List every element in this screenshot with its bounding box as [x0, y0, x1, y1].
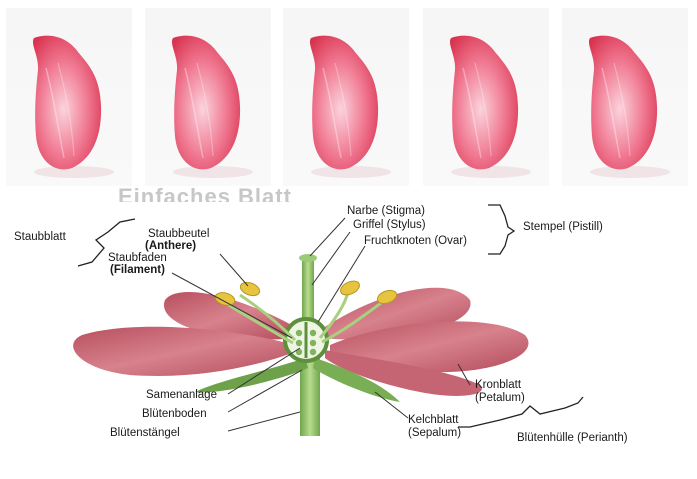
petal-icon	[449, 35, 531, 178]
label-stempel: Stempel (Pistill)	[523, 221, 603, 233]
stigma	[299, 254, 317, 262]
style	[302, 258, 314, 320]
label-staubbeutel: Staubbeutel	[148, 228, 210, 240]
label-narbe: Narbe (Stigma)	[347, 205, 425, 217]
label-bluetenstaengel: Blütenstängel	[110, 427, 180, 439]
sepal-right	[313, 358, 400, 402]
petal-image-1	[6, 8, 132, 186]
label-kelchblatt: Kelchblatt	[408, 414, 459, 426]
label-kronblatt: Kronblatt	[475, 379, 522, 391]
label-staubfaden: Staubfaden	[108, 252, 167, 264]
anther-1	[239, 281, 261, 297]
petal-icon	[588, 35, 670, 178]
label-sepalum: (Sepalum)	[408, 427, 462, 439]
stem	[300, 352, 320, 436]
petal-image-2	[145, 8, 271, 186]
petal-lower-right	[325, 350, 482, 396]
label-anthere: (Anthere)	[145, 240, 197, 252]
label-fruchtknoten: Fruchtknoten (Ovar)	[364, 235, 467, 247]
petal-front-left	[73, 326, 295, 376]
perianth-bracket	[458, 396, 584, 428]
petal-image-5	[562, 8, 688, 186]
label-staubblatt: Staubblatt	[14, 231, 66, 243]
faded-heading: Einfaches Blatt	[118, 186, 292, 202]
label-samenanlage: Samenanlage	[146, 389, 217, 401]
petal-image-3	[283, 8, 409, 186]
label-petalum: (Petalum)	[475, 392, 525, 404]
label-griffel: Griffel (Stylus)	[353, 219, 426, 231]
label-filament: (Filament)	[110, 264, 165, 276]
petal-icon	[32, 35, 114, 178]
petal-front-right	[330, 321, 529, 373]
petal-icon	[309, 35, 391, 178]
petal-icon	[171, 35, 253, 178]
sepal-left	[195, 358, 308, 393]
stempel-bracket	[488, 204, 516, 255]
anther-4	[376, 289, 398, 305]
staubblatt-bracket	[77, 218, 136, 267]
petal-image-4	[423, 8, 549, 186]
anther-3	[340, 280, 360, 296]
label-bluetenboden: Blütenboden	[142, 408, 207, 420]
label-bluetenhuelle: Blütenhülle (Perianth)	[517, 432, 628, 444]
